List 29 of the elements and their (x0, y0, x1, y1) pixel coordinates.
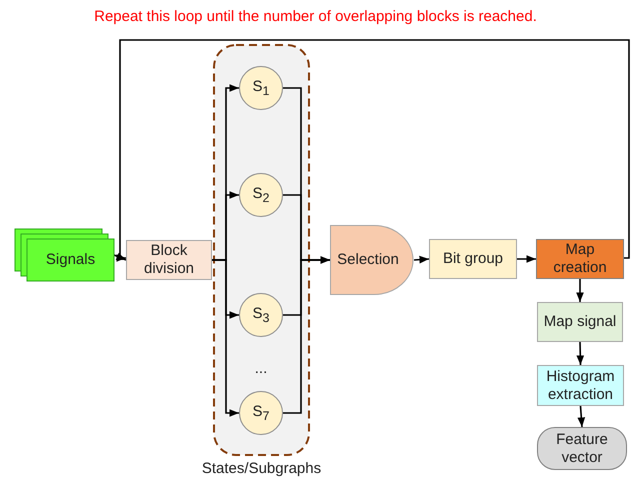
process-box (126, 240, 212, 280)
node-label: Map signal (544, 313, 616, 331)
process-box (537, 365, 624, 406)
process-box (536, 239, 624, 279)
node-label: S$_{1}$ (252, 78, 270, 98)
node-label: States/Subgraphs (202, 460, 322, 478)
node-label: Feature vector (555, 430, 609, 466)
arrow (577, 406, 586, 428)
node-label: S$_{3}$ (252, 304, 270, 326)
arrow (414, 256, 430, 264)
process-box (537, 302, 623, 342)
node-label: S$_{7}$ (252, 402, 270, 424)
loop-note: Repeat this loop until the number of overlapping blocks is reached. (94, 8, 537, 25)
ellipsis-text: ... (254, 360, 268, 377)
node-label: S$_{2}$ (252, 184, 270, 206)
terminal-box (537, 427, 627, 470)
arrow (283, 256, 330, 414)
arrow (576, 279, 584, 302)
node-label: Selection (337, 251, 399, 269)
arrow (114, 252, 126, 261)
node-label: Bit group (442, 250, 504, 268)
arrow (116, 39, 630, 262)
arrow (517, 255, 536, 263)
process-box (429, 239, 517, 279)
node-label: Map creation (552, 241, 608, 277)
node-label: Histogram extraction (545, 368, 616, 404)
node-label: Signals (46, 251, 96, 269)
node-label: Block division (142, 242, 196, 278)
arrow (576, 342, 584, 366)
